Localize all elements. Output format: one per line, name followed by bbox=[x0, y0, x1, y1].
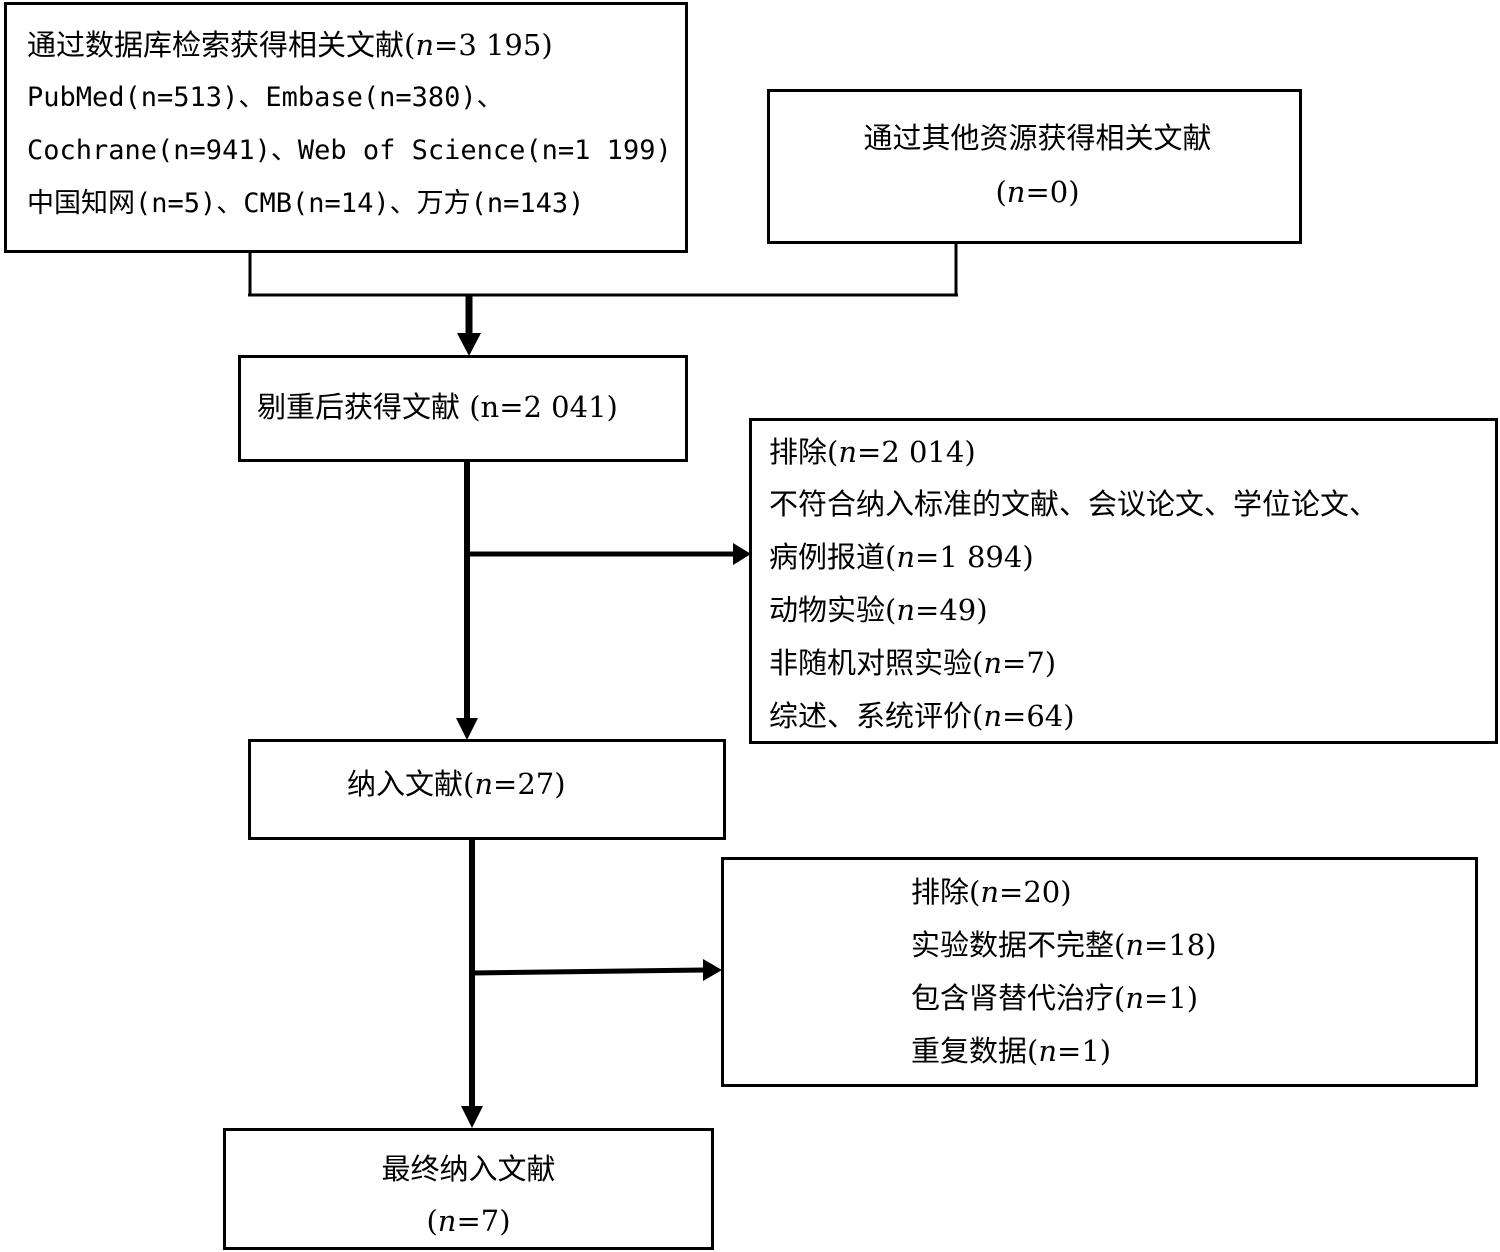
arrow-to-included-head bbox=[456, 718, 478, 740]
arrow-to-exclude2-shaft bbox=[471, 967, 706, 976]
exclusion-first-reason-1: 不符合纳入标准的文献、会议论文、学位论文、 bbox=[769, 487, 1379, 521]
exclusion-first-reason-2: 病例报道(n=1 894) bbox=[769, 540, 1034, 574]
database-search-box: 通过数据库检索获得相关文献(n=3 195) PubMed(n=513)、Emb… bbox=[4, 2, 688, 253]
final-included-box: 最终纳入文献 (n=7) bbox=[223, 1128, 714, 1250]
final-included-count: (n=7) bbox=[426, 1204, 511, 1238]
exclusion-second-reason-2: 包含肾替代治疗(n=1) bbox=[911, 981, 1199, 1015]
final-included-label: 最终纳入文献 bbox=[381, 1152, 556, 1186]
other-sources-count: (n=0) bbox=[995, 175, 1080, 209]
other-sources-label: 通过其他资源获得相关文献 bbox=[863, 121, 1212, 155]
exclusion-second-heading: 排除(n=20) bbox=[911, 875, 1072, 909]
exclusion-first-reason-4: 非随机对照实验(n=7) bbox=[769, 646, 1057, 680]
database-search-line-3: Cochrane(n=941)、Web of Science(n=1 199) bbox=[27, 135, 672, 166]
exclusion-first-reason-5: 综述、系统评价(n=64) bbox=[769, 699, 1075, 733]
arrow-to-final-head bbox=[461, 1106, 483, 1128]
deduplicated-label: 剔重后获得文献 (n=2 041) bbox=[257, 390, 618, 424]
included-box: 纳入文献(n=27) bbox=[248, 739, 726, 840]
exclusion-second-reason-3: 重复数据(n=1) bbox=[911, 1034, 1112, 1068]
deduplicated-box: 剔重后获得文献 (n=2 041) bbox=[238, 355, 688, 462]
database-search-line-4: 中国知网(n=5)、CMB(n=14)、万方(n=143) bbox=[27, 188, 585, 219]
included-label: 纳入文献(n=27) bbox=[347, 767, 566, 801]
arrow-to-exclude2-head bbox=[703, 959, 722, 981]
arrow-to-dedup-head bbox=[457, 333, 481, 356]
database-search-line-2: PubMed(n=513)、Embase(n=380)、 bbox=[27, 82, 504, 113]
exclusion-first-reason-3: 动物实验(n=49) bbox=[769, 593, 988, 627]
database-search-total: 通过数据库检索获得相关文献(n=3 195) bbox=[27, 28, 553, 62]
exclusion-box-first: 排除(n=2 014) 不符合纳入标准的文献、会议论文、学位论文、 病例报道(n… bbox=[749, 418, 1498, 744]
other-sources-box: 通过其他资源获得相关文献 (n=0) bbox=[767, 89, 1302, 244]
exclusion-box-second: 排除(n=20) 实验数据不完整(n=18) 包含肾替代治疗(n=1) 重复数据… bbox=[721, 857, 1478, 1087]
arrow-to-exclude1-head bbox=[733, 543, 751, 565]
exclusion-first-heading: 排除(n=2 014) bbox=[769, 435, 976, 469]
exclusion-second-reason-1: 实验数据不完整(n=18) bbox=[911, 928, 1217, 962]
